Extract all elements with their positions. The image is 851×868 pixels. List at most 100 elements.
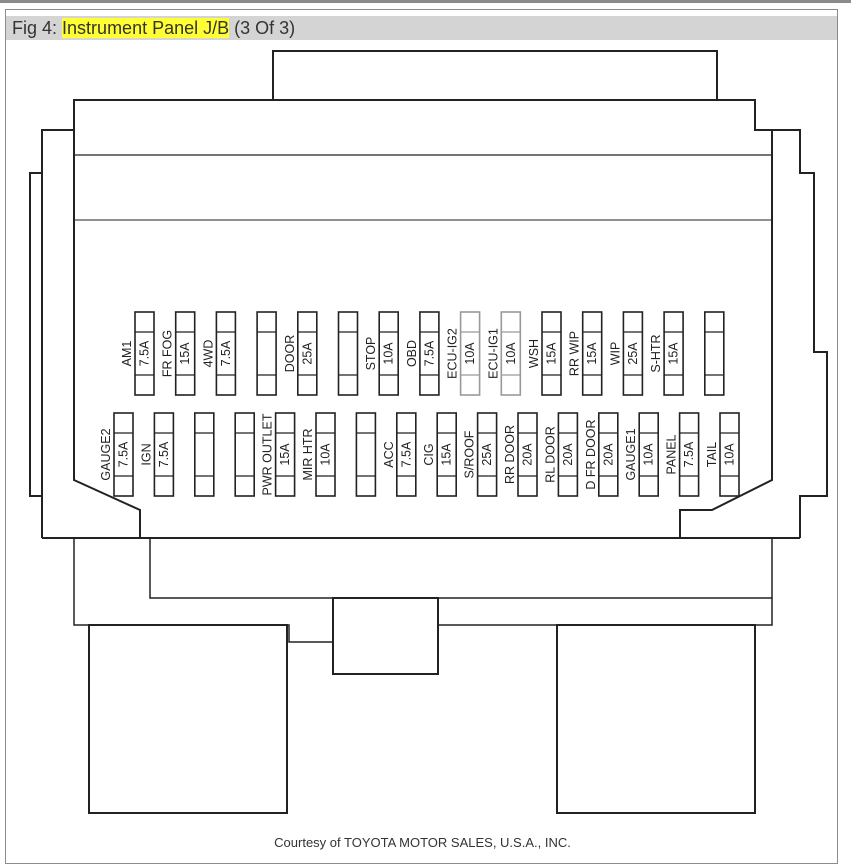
fuse-rating: 10A <box>463 342 477 365</box>
fuse-body <box>256 311 277 396</box>
fuse-body <box>663 311 684 396</box>
fuse-rating: 20A <box>601 443 615 466</box>
fuse-name: PWR OUTLET <box>261 413 275 495</box>
right-side-outline <box>772 129 828 538</box>
fuse-body <box>134 311 155 396</box>
fuse-body <box>436 412 458 497</box>
fuse-rating: 7.5A <box>117 441 131 467</box>
fuse-slot: 7.5A AM1 <box>120 311 155 396</box>
fuse-name: TAIL <box>705 442 719 468</box>
fuse-body <box>419 311 440 396</box>
fuse-body <box>703 311 725 396</box>
fuse-rating: 25A <box>480 443 494 466</box>
fuse-rating: 15A <box>440 443 454 466</box>
inner-panel-outline <box>73 130 141 538</box>
figure-part: (3 Of 3) <box>234 18 296 38</box>
fuse-body <box>395 412 417 497</box>
figure-number: Fig 4: <box>12 18 58 38</box>
fuse-body <box>638 412 660 497</box>
fuse-rating: 7.5A <box>682 441 696 467</box>
fuse-name: D FR DOOR <box>584 419 598 489</box>
lower-right <box>438 598 773 626</box>
fuse-slot <box>355 412 377 497</box>
fuse-name: STOP <box>364 337 378 371</box>
fuse-name: OBD <box>405 340 419 367</box>
fuse-rating: 20A <box>521 443 535 466</box>
fuse-rating: 10A <box>723 443 737 466</box>
fuse-slot <box>703 311 725 396</box>
fuse-body <box>315 412 336 497</box>
left-side-outline <box>29 172 42 497</box>
fuse-name: WIP <box>608 342 622 366</box>
fuse-name: DOOR <box>283 335 297 373</box>
fuse-body <box>557 412 579 497</box>
fuse-body <box>296 311 318 396</box>
fuse-body <box>174 311 196 396</box>
fuse-rating: 20A <box>561 443 575 466</box>
lower-step <box>149 538 773 599</box>
fuse-slot: 20A RL DOOR <box>543 412 579 497</box>
fuse-body <box>678 412 700 497</box>
fuse-slot: 20A RR DOOR <box>503 412 538 497</box>
fuse-slot: 15A WSH <box>527 311 562 396</box>
fuse-name: S-HTR <box>649 334 663 372</box>
fuse-body <box>234 412 255 497</box>
fuse-rating: 15A <box>585 342 599 365</box>
fuse-rating: 7.5A <box>138 340 152 366</box>
upper-shoulder <box>41 99 772 538</box>
fuse-body <box>215 311 237 396</box>
fuse-name: ECU-IG1 <box>486 328 500 379</box>
fuse-name: FR FOG <box>161 330 175 377</box>
fuse-rating: 15A <box>545 342 559 365</box>
fuse-slot <box>337 311 359 396</box>
fuse-name: GAUGE1 <box>624 428 638 480</box>
fuse-slot: 15A CIG <box>422 412 458 497</box>
fuse-rating: 10A <box>504 342 518 365</box>
fuse-rating: 15A <box>278 443 292 466</box>
top-connector-tab <box>272 50 718 100</box>
left-leg <box>88 624 288 814</box>
credit-line: Courtesy of TOYOTA MOTOR SALES, U.S.A., … <box>274 835 571 850</box>
fuse-body <box>517 412 538 497</box>
lower-shelf <box>73 538 333 643</box>
fuse-name: S/ROOF <box>463 430 477 478</box>
fuse-body <box>355 412 377 497</box>
fuse-name: CIG <box>422 443 436 465</box>
fuse-name: WSH <box>527 339 541 368</box>
fuse-slot <box>194 412 215 497</box>
fuse-body <box>622 311 644 396</box>
fuse-rating: 7.5A <box>219 340 233 366</box>
fuse-rating: 7.5A <box>422 340 436 366</box>
fuse-rating: 10A <box>642 443 656 466</box>
junction-block-housing <box>29 50 828 814</box>
fuse-body <box>378 311 400 396</box>
fuse-body <box>500 311 522 396</box>
fuse-body <box>541 311 562 396</box>
fuse-name: AM1 <box>120 341 134 367</box>
fuse-name: RL DOOR <box>543 426 557 483</box>
fuse-name: MIR HTR <box>301 428 315 480</box>
fuse-name: GAUGE2 <box>99 428 113 480</box>
inner-panel-right <box>679 130 773 538</box>
fuse-name: ACC <box>382 441 396 467</box>
fuse-body <box>274 412 296 497</box>
fuse-body <box>476 412 498 497</box>
fuse-body <box>194 412 215 497</box>
fuse-slot: 10A GAUGE1 <box>624 412 660 497</box>
fuse-name: RR WIP <box>568 331 582 376</box>
fuse-name: RR DOOR <box>503 425 517 484</box>
